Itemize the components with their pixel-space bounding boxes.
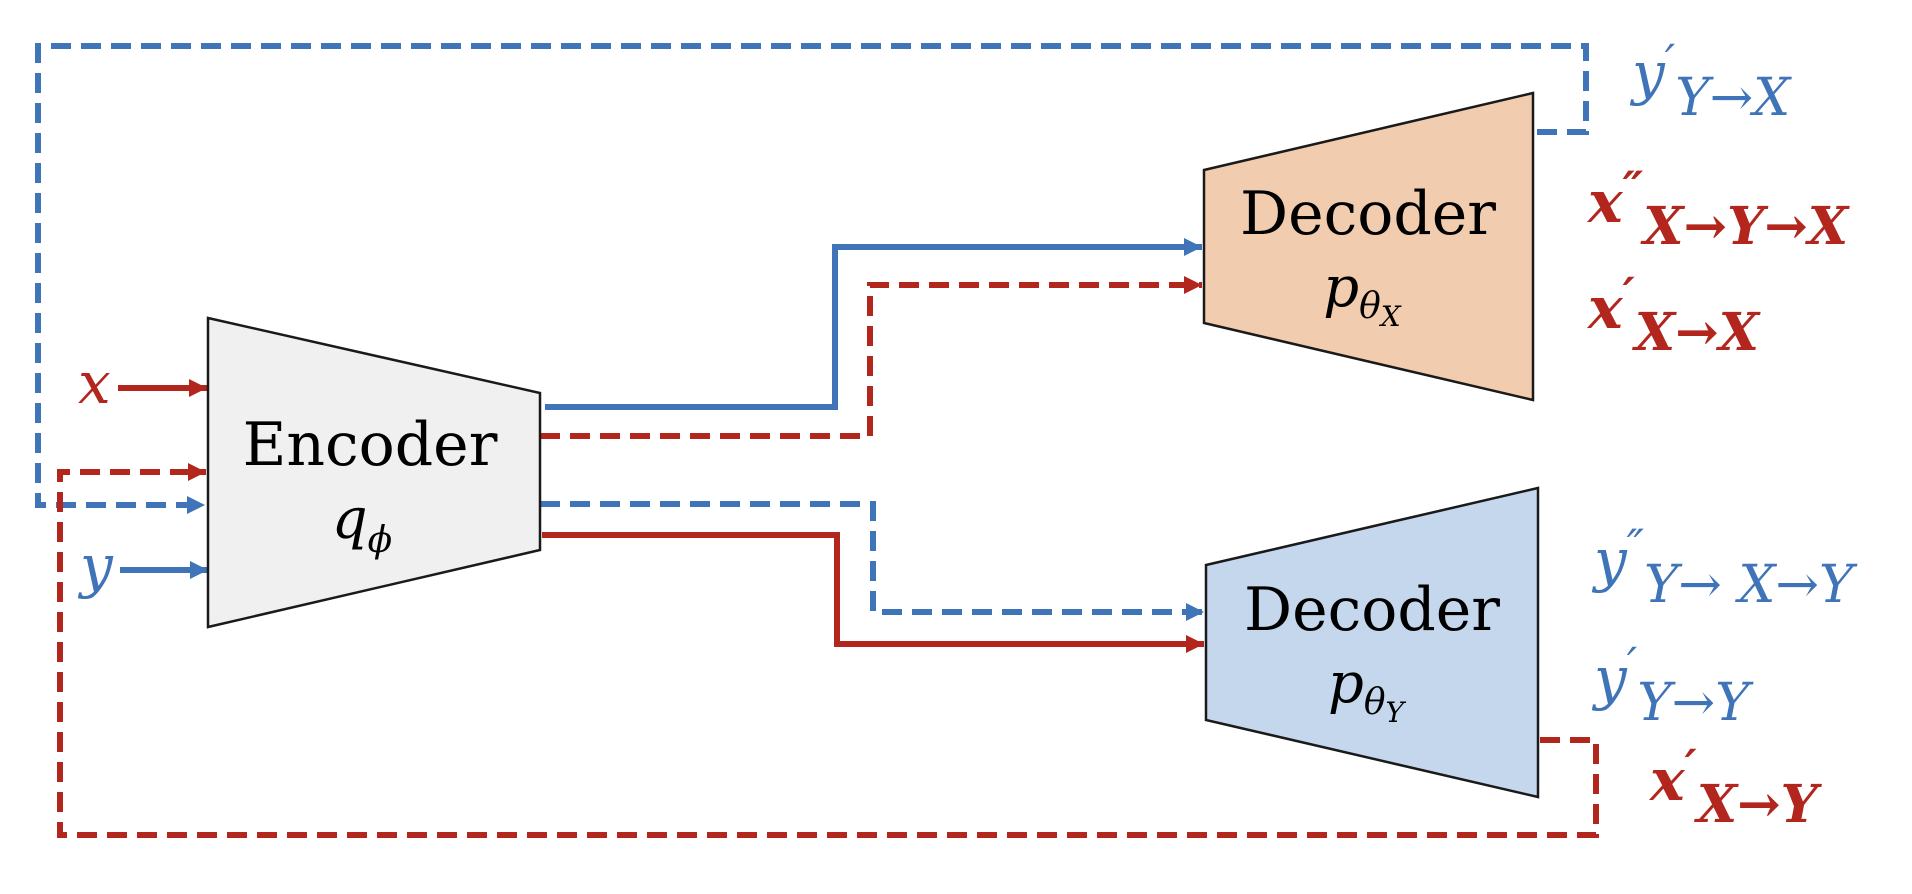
decoder-x-symbol-p: p [1323, 255, 1359, 320]
decoder-y-block: Decoder pθY [1204, 486, 1540, 799]
decoder-y-shape [1204, 486, 1540, 799]
decoder-y-symbol-theta: θ [1364, 682, 1386, 723]
output-label-y-prime-y-to-y: y′Y→Y [1591, 637, 1754, 733]
decoder-y-symbol: pθY [1328, 651, 1407, 729]
path-solid-red-to-decoder-y [542, 532, 1204, 653]
decoder-x-symbol: pθX [1323, 255, 1402, 333]
encoder-title: Encoder [243, 410, 498, 480]
output-label-x-prime-x-to-x: x′X→X [1586, 267, 1762, 363]
path-dashed-blue-to-decoder-y [540, 501, 1204, 621]
decoder-y-symbol-p: p [1328, 651, 1364, 716]
output-label-y-doubleprime-y-to-x-to-y: y″Y→ X→Y [1591, 519, 1858, 615]
decoder-y-symbol-y: Y [1386, 696, 1407, 729]
output-label-x-doubleprime-x-to-y-to-x: x″X→Y→X [1586, 161, 1851, 257]
input-label-x: x [78, 349, 111, 417]
input-label-y: y [77, 532, 114, 600]
output-label-y-prime-y-to-x: y′Y→X [1629, 34, 1792, 128]
path-dashed-red-to-decoder-x [540, 276, 1202, 439]
decoder-x-symbol-x: X [1379, 300, 1402, 333]
encoder-block: Encoder qϕ [206, 316, 542, 629]
decoder-x-title: Decoder [1240, 179, 1496, 249]
encoder-symbol-sub: ϕ [368, 520, 393, 561]
path-solid-blue-to-decoder-x [545, 238, 1202, 410]
feedback-loop-red-dashed [57, 463, 1599, 838]
feedback-loop-blue-dashed [35, 43, 1589, 514]
decoder-x-symbol-theta: θ [1359, 286, 1381, 327]
decoder-y-title: Decoder [1244, 575, 1500, 645]
output-label-x-prime-x-to-y: x′X→Y [1648, 739, 1823, 835]
encoder-shape [206, 316, 542, 629]
encoder-symbol-q: q [332, 487, 368, 552]
decoder-x-shape [1202, 91, 1535, 402]
decoder-x-block: Decoder pθX [1202, 91, 1535, 402]
encoder-symbol: qϕ [332, 487, 392, 561]
